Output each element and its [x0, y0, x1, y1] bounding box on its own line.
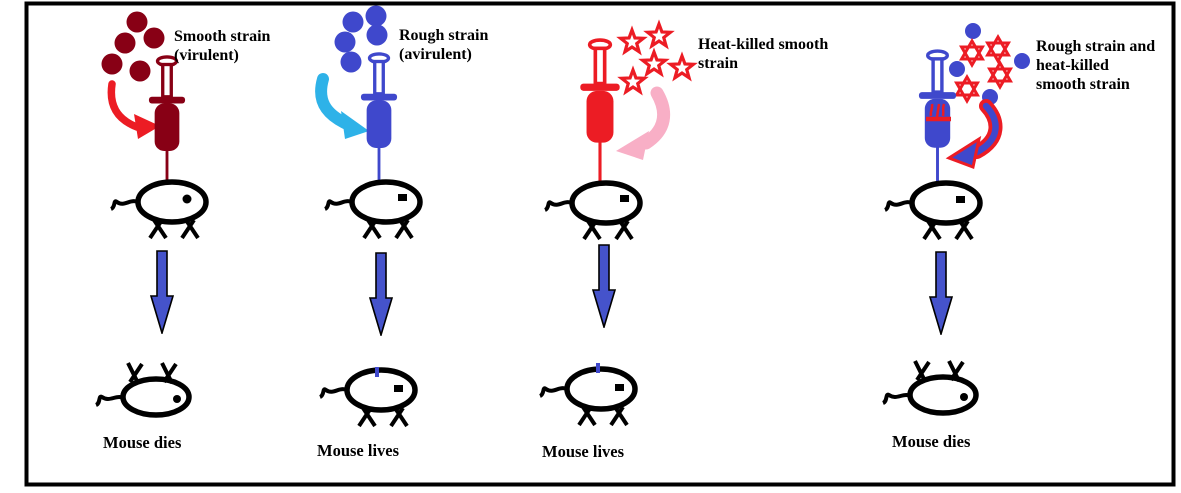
- syringe-contents: [926, 103, 951, 122]
- result-label: Mouse dies: [103, 433, 182, 452]
- mouse-eye: [956, 196, 965, 203]
- mouse-icon: [325, 182, 420, 238]
- strain-label-line: Smooth strain: [174, 28, 271, 45]
- strain-label-rough: Rough strain (avirulent): [399, 26, 488, 64]
- mouse-icon: [545, 183, 640, 239]
- down-arrow-icon: [592, 244, 616, 328]
- column-heat-killed-smooth: [540, 22, 696, 425]
- syringe-icon: [359, 52, 399, 185]
- down-arrow-icon: [369, 252, 393, 336]
- result-label: Mouse dies: [892, 432, 971, 451]
- live-mouse-icon: [320, 370, 415, 426]
- injection-mark: [375, 367, 379, 377]
- mouse-eye: [615, 384, 624, 391]
- figure-border: [24, 1, 1176, 487]
- inject-arrowhead-icon: [945, 135, 982, 170]
- mouse-eye: [620, 195, 629, 202]
- down-arrow-icon: [150, 250, 174, 334]
- result-label: Mouse lives: [542, 442, 625, 461]
- inject-arrow-fill: [973, 102, 999, 156]
- strain-label-line: Rough strain and: [1036, 38, 1156, 55]
- strain-label-line: (avirulent): [399, 46, 472, 63]
- column-smooth-strain: [96, 11, 206, 416]
- rough-strain-dots: [949, 23, 1030, 105]
- live-mouse-icon: [540, 369, 635, 425]
- inject-arrow-icon: [315, 73, 353, 130]
- result-label: Mouse lives: [317, 441, 400, 460]
- mouse-icon: [885, 183, 980, 239]
- rough-strain-dots: [334, 5, 388, 73]
- down-arrow-icon: [929, 251, 953, 335]
- inject-arrowhead-icon: [134, 114, 160, 139]
- strain-label-mixture: Rough strain and heat-killed smooth stra…: [1036, 37, 1155, 94]
- smooth-strain-dots: [101, 11, 165, 82]
- syringe-icon: [147, 55, 187, 188]
- inject-arrow-icon: [639, 86, 671, 150]
- inject-arrowhead-icon: [616, 131, 649, 160]
- strain-label-line: smooth strain: [1036, 76, 1130, 93]
- column-rough-plus-heat-killed: [883, 23, 1030, 413]
- inject-arrowhead-icon: [341, 111, 369, 139]
- mouse-icon: [111, 182, 206, 238]
- heat-killed-stars: [618, 22, 696, 94]
- inject-arrow-icon: [107, 80, 141, 131]
- strain-label-line: strain: [698, 55, 738, 72]
- strain-label-line: (virulent): [174, 47, 239, 64]
- strain-label-smooth: Smooth strain (virulent): [174, 27, 270, 65]
- injection-mark: [596, 363, 600, 373]
- strain-label-heat-killed: Heat-killed smooth strain: [698, 35, 828, 73]
- syringe-icon: [578, 38, 622, 183]
- dead-mouse-icon: [883, 361, 976, 413]
- dead-mouse-icon: [96, 363, 189, 415]
- strain-label-line: Heat-killed smooth: [698, 36, 829, 53]
- strain-label-line: Rough strain: [399, 27, 489, 44]
- column-rough-strain: [315, 5, 420, 427]
- mouse-eye: [394, 385, 403, 392]
- mouse-eye: [182, 194, 192, 204]
- strain-label-line: heat-killed: [1036, 57, 1109, 74]
- mouse-eye: [398, 194, 407, 201]
